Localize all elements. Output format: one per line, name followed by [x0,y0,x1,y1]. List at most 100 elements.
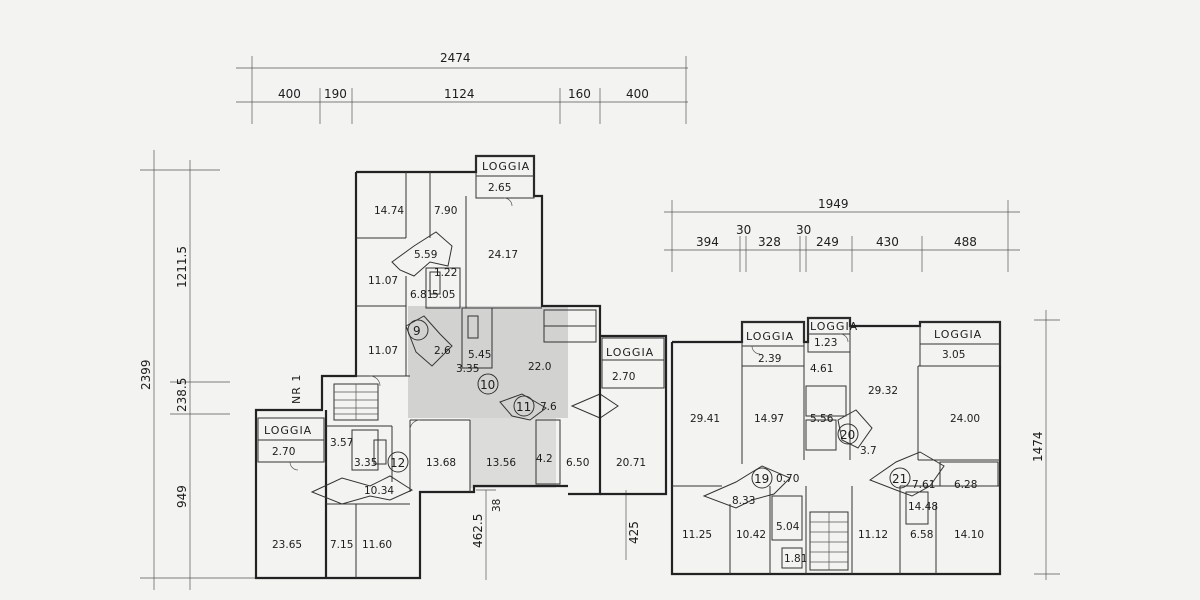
dim-right-seg-2: 30 [736,223,751,237]
dim-top-seg-5: 400 [626,87,649,101]
room-area: 14.10 [954,529,984,541]
room-area: 6.58 [910,529,933,541]
unit-number-19: 19 [754,472,769,486]
room-area: 11.07 [368,345,398,357]
loggia-label-2: LOGGIA [264,424,312,437]
room-area: 14.74 [374,205,404,217]
top-dimension-chain: 2474 400 190 1124 160 400 [236,51,688,124]
unit-number-11: 11 [516,400,531,414]
room-area: 4.2 [536,453,553,465]
room-area: 20.71 [616,457,646,469]
room-area: 13.56 [486,457,516,469]
bottom-dimensions: 462.5 38 425 [471,489,641,580]
loggia-labels: LOGGIA 2.65 LOGGIA 2.70 LOGGIA 2.70 LOGG… [264,160,982,458]
staircase-left [333,383,379,421]
dim-right-seg-1: 394 [696,235,719,249]
staircase-right [809,511,849,571]
loggia-area-4: 2.39 [758,353,781,365]
room-area: 5.56 [810,413,834,425]
room-area: 11.07 [368,275,398,287]
room-area: 10.42 [736,529,766,541]
loggia-label-5: LOGGIA [810,320,858,333]
dim-left-upper: 1211.5 [175,246,189,288]
room-area: 4.61 [810,363,833,375]
unit-number-20: 20 [840,428,855,442]
room-area: 6.28 [954,479,977,491]
room-area: 24.00 [950,413,980,425]
room-area: 2.6 [434,345,451,357]
dim-top-seg-3: 1124 [444,87,475,101]
dim-left-mid: 238.5 [175,378,189,412]
unit-number-12: 12 [390,456,405,470]
dim-far-right: 1474 [1031,431,1045,462]
room-area: 14.97 [754,413,784,425]
right-dimension-chain: 1949 394 30 328 30 249 430 488 1474 [664,197,1060,580]
dim-bottom-c: 425 [627,521,641,544]
dim-top-seg-1: 400 [278,87,301,101]
loggia-label-6: LOGGIA [934,328,982,341]
dim-bottom-b: 38 [491,499,503,512]
room-area: 24.17 [488,249,518,261]
room-area: 7.15 [330,539,353,551]
unit-number-9: 9 [413,324,421,338]
room-area: 1.81 [784,553,807,565]
dim-left-lower: 949 [175,485,189,508]
loggia-label-1: LOGGIA [482,160,530,173]
room-area: 3.35 [354,457,377,469]
room-area: 14.48 [908,501,938,513]
room-area: 11.25 [682,529,712,541]
unit-number-21: 21 [892,472,907,486]
building-right [670,316,1002,576]
room-area: 3.35 [456,363,479,375]
room-area: 5.59 [414,249,437,261]
room-area: 6.81 [410,289,433,301]
dim-left-total: 2399 [139,359,153,390]
unit-number-10: 10 [480,378,495,392]
room-area: 10.34 [364,485,394,497]
unit-markers: 9 10 11 12 19 20 21 [387,319,911,489]
room-area: 3.7 [860,445,877,457]
room-area: 23.65 [272,539,302,551]
room-area: 5.05 [432,289,455,301]
dim-top-seg-4: 160 [568,87,591,101]
room-area: 8.33 [732,495,755,507]
dim-right-seg-7: 488 [954,235,977,249]
loggia-area-2: 2.70 [272,446,295,458]
room-area: 11.60 [362,539,392,551]
dim-right-seg-3: 328 [758,235,781,249]
room-area: 1.22 [434,267,457,279]
room-area: 22.0 [528,361,551,373]
building-left [254,154,619,580]
room-area: 7.6 [540,401,557,413]
room-area: 29.32 [868,385,898,397]
building-label: NR 1 [290,374,303,404]
loggia-area-5: 1.23 [814,337,837,349]
room-areas: 14.74 7.90 24.17 5.59 1.22 11.07 6.81 5.… [272,205,984,565]
room-area: 29.41 [690,413,720,425]
loggia-area-3: 2.70 [612,371,635,383]
loggia-label-3: LOGGIA [606,346,654,359]
dim-right-seg-6: 430 [876,235,899,249]
room-area: 7.61 [912,479,935,491]
dim-right-seg-4: 30 [796,223,811,237]
room-area: 0.70 [776,473,799,485]
loggia-label-4: LOGGIA [746,330,794,343]
left-dimension-chain: 2399 1211.5 238.5 949 [139,150,260,590]
loggia-area-1: 2.65 [488,182,511,194]
room-area: 5.04 [776,521,800,533]
dim-top-total: 2474 [440,51,471,65]
room-area: 5.45 [468,349,491,361]
loggia-area-6: 3.05 [942,349,965,361]
room-area: 6.50 [566,457,589,469]
room-area: 3.57 [330,437,353,449]
dim-top-seg-2: 190 [324,87,347,101]
dim-right-total: 1949 [818,197,849,211]
room-area: 13.68 [426,457,456,469]
dim-right-seg-5: 249 [816,235,839,249]
room-area: 11.12 [858,529,888,541]
room-area: 7.90 [434,205,457,217]
building-middle [543,304,668,496]
dim-bottom-a: 462.5 [471,514,485,548]
